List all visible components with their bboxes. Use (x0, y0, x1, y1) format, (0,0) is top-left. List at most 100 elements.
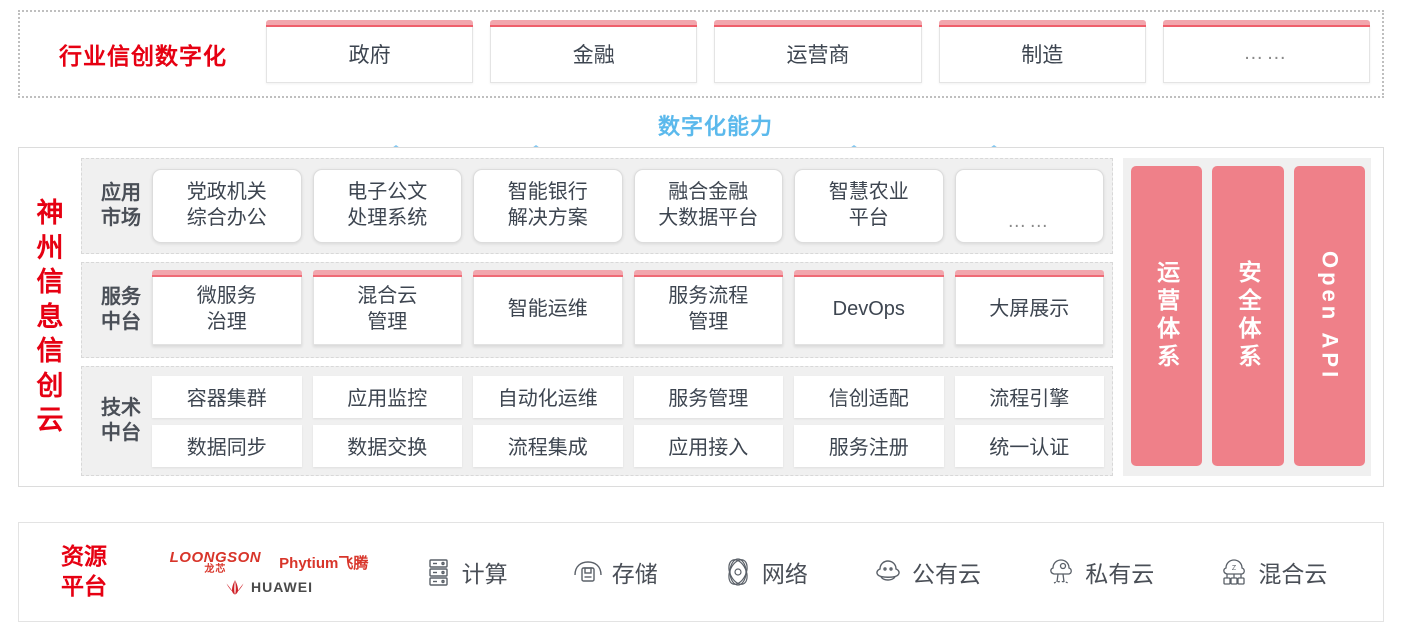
pillar-operations-system[interactable]: 运营体系 (1131, 166, 1203, 466)
cloud-title-char: 信 (36, 336, 64, 367)
tech-card-unified-auth[interactable]: 统一认证 (954, 424, 1104, 467)
resource-platform-title: 资源 平台 (19, 542, 149, 602)
cloud-panel-body: 应用 市场 党政机关综合办公 电子公文处理系统 智能银行解决方案 (81, 148, 1383, 486)
technology-card-row-1: 容器集群 应用监控 自动化运维 服务管理 信创适配 流程引擎 (152, 375, 1104, 418)
shenzhou-cloud-panel: 神 州 信 息 信 创 云 应用 市场 党政机关综合办公 (18, 147, 1384, 487)
industry-card-label: 政府 (348, 43, 391, 67)
resource-item-label: 存储 (611, 561, 658, 587)
app-card-line: 平台 (848, 207, 889, 230)
service-card-line: 微服务 (196, 285, 257, 308)
vendor-logo-row-2: HUAWEI (225, 579, 313, 595)
cloud-title-char: 息 (36, 301, 64, 332)
public-cloud-icon (871, 555, 905, 589)
resource-item-storage[interactable]: 存储 (571, 555, 658, 589)
industry-card-manufacturing[interactable]: 制造 (938, 20, 1147, 83)
tech-card-app-monitoring[interactable]: 应用监控 (312, 375, 462, 418)
service-card-label: DevOps (832, 297, 905, 320)
app-card-line: 大数据平台 (658, 207, 759, 230)
resource-item-label: 计算 (461, 561, 508, 587)
capability-label: 数字化能力 (658, 114, 774, 139)
svg-text:Z: Z (1232, 565, 1237, 572)
industry-card-telecom[interactable]: 运营商 (714, 20, 922, 83)
app-card-finance-bigdata[interactable]: 融合金融大数据平台 (633, 169, 783, 244)
service-card-microservice-governance[interactable]: 微服务治理 (152, 270, 302, 346)
industry-card-finance[interactable]: 金融 (490, 20, 698, 83)
app-card-smart-bank[interactable]: 智能银行解决方案 (473, 169, 623, 244)
tech-card-xinchuang-adaptation[interactable]: 信创适配 (794, 375, 944, 418)
resource-item-private-cloud[interactable]: 私有云 (1044, 555, 1154, 589)
resource-item-label: 网络 (761, 561, 808, 587)
service-card-dashboard[interactable]: 大屏展示 (954, 270, 1104, 346)
resource-item-label: 私有云 (1085, 561, 1155, 587)
cloud-title-char: 神 (36, 198, 64, 229)
service-card-label: 大屏展示 (989, 297, 1070, 320)
cloud-title-char: 信 (36, 267, 64, 298)
tech-card-app-access[interactable]: 应用接入 (633, 424, 783, 467)
app-card-more[interactable]: …… (954, 169, 1104, 244)
service-card-line: 管理 (688, 310, 729, 333)
resource-item-label: 公有云 (912, 561, 982, 587)
service-card-service-process-management[interactable]: 服务流程管理 (633, 270, 783, 346)
pillar-open-api[interactable]: Open API (1293, 166, 1365, 466)
app-card-edoc-system[interactable]: 电子公文处理系统 (312, 169, 462, 244)
tier-label-line: 服务 (101, 286, 141, 309)
app-card-line: 智能银行 (507, 181, 588, 204)
tier-column: 应用 市场 党政机关综合办公 电子公文处理系统 智能银行解决方案 (81, 158, 1113, 476)
pillar-label: 运营体系 (1153, 260, 1180, 372)
tier-label-line: 技术 (101, 397, 141, 420)
industry-card-label: 运营商 (786, 43, 850, 67)
phytium-logo: Phytium飞腾 (279, 554, 369, 572)
app-card-line: 智慧农业 (828, 181, 909, 204)
tech-card-automated-ops[interactable]: 自动化运维 (473, 375, 623, 418)
pillar-column: 运营体系 安全体系 Open API (1123, 158, 1371, 476)
resource-item-hybrid-cloud[interactable]: Z 混合云 (1217, 555, 1327, 589)
tech-card-container-cluster[interactable]: 容器集群 (152, 375, 302, 418)
industry-band: 行业信创数字化 政府 金融 运营商 制造 …… (18, 10, 1384, 98)
tech-card-service-management[interactable]: 服务管理 (633, 375, 783, 418)
service-card-line: 管理 (367, 310, 408, 333)
server-icon (421, 555, 455, 589)
service-card-devops[interactable]: DevOps (794, 270, 944, 346)
tier-technology-platform: 技术 中台 容器集群 应用监控 自动化运维 服务管理 信创适配 流程引擎 (81, 366, 1113, 476)
service-card-list: 微服务治理 混合云管理 智能运维 服务流程管理 DevOps (152, 270, 1104, 346)
cloud-title-char: 创 (36, 370, 64, 401)
app-card-smart-agriculture[interactable]: 智慧农业平台 (794, 169, 944, 244)
industry-card-government[interactable]: 政府 (266, 20, 474, 83)
tech-card-process-engine[interactable]: 流程引擎 (954, 375, 1104, 418)
vendor-logo-row-1: LOONGSON 龙芯 Phytium飞腾 (170, 550, 369, 575)
resource-title-line: 平台 (61, 573, 107, 599)
capability-arrow-strip: 数字化能力 (18, 103, 1384, 185)
pillar-security-system[interactable]: 安全体系 (1212, 166, 1284, 466)
service-card-hybrid-cloud-management[interactable]: 混合云管理 (312, 270, 462, 346)
resource-item-compute[interactable]: 计算 (421, 555, 508, 589)
technology-card-grid: 容器集群 应用监控 自动化运维 服务管理 信创适配 流程引擎 数据同步 数据交换… (152, 375, 1104, 467)
resource-platform-band: 资源 平台 LOONGSON 龙芯 Phytium飞腾 (18, 522, 1384, 622)
tech-card-data-exchange[interactable]: 数据交换 (312, 424, 462, 467)
tech-card-process-integration[interactable]: 流程集成 (473, 424, 623, 467)
app-card-line: 综合办公 (186, 207, 267, 230)
app-card-government-office[interactable]: 党政机关综合办公 (152, 169, 302, 244)
loongson-logo: LOONGSON 龙芯 (170, 550, 262, 575)
tier-label-line: 中台 (101, 422, 141, 445)
private-cloud-icon (1044, 555, 1078, 589)
application-card-list: 党政机关综合办公 电子公文处理系统 智能银行解决方案 融合金融大数据平台 智慧农 (152, 169, 1104, 244)
tier-service-platform: 服务 中台 微服务治理 混合云管理 智能运维 (81, 262, 1113, 359)
resource-item-network[interactable]: 网络 (721, 555, 808, 589)
storage-icon (571, 555, 605, 589)
resource-title-line: 资源 (61, 543, 107, 570)
resource-item-label: 混合云 (1258, 561, 1328, 587)
loongson-logo-cn: 龙芯 (204, 563, 227, 575)
tier-label-line: 市场 (101, 207, 141, 230)
technology-card-row-2: 数据同步 数据交换 流程集成 应用接入 服务注册 统一认证 (152, 424, 1104, 467)
tech-card-service-registry[interactable]: 服务注册 (794, 424, 944, 467)
resource-item-public-cloud[interactable]: 公有云 (871, 555, 981, 589)
hybrid-cloud-icon: Z (1217, 555, 1251, 589)
industry-card-more[interactable]: …… (1162, 20, 1371, 83)
tier-application-market: 应用 市场 党政机关综合办公 电子公文处理系统 智能银行解决方案 (81, 158, 1113, 255)
tier-label-line: 应用 (101, 182, 141, 205)
service-card-intelligent-ops[interactable]: 智能运维 (473, 270, 623, 346)
app-card-line: 电子公文 (347, 181, 428, 204)
tech-card-data-sync[interactable]: 数据同步 (152, 424, 302, 467)
pillar-label: 安全体系 (1234, 260, 1261, 372)
